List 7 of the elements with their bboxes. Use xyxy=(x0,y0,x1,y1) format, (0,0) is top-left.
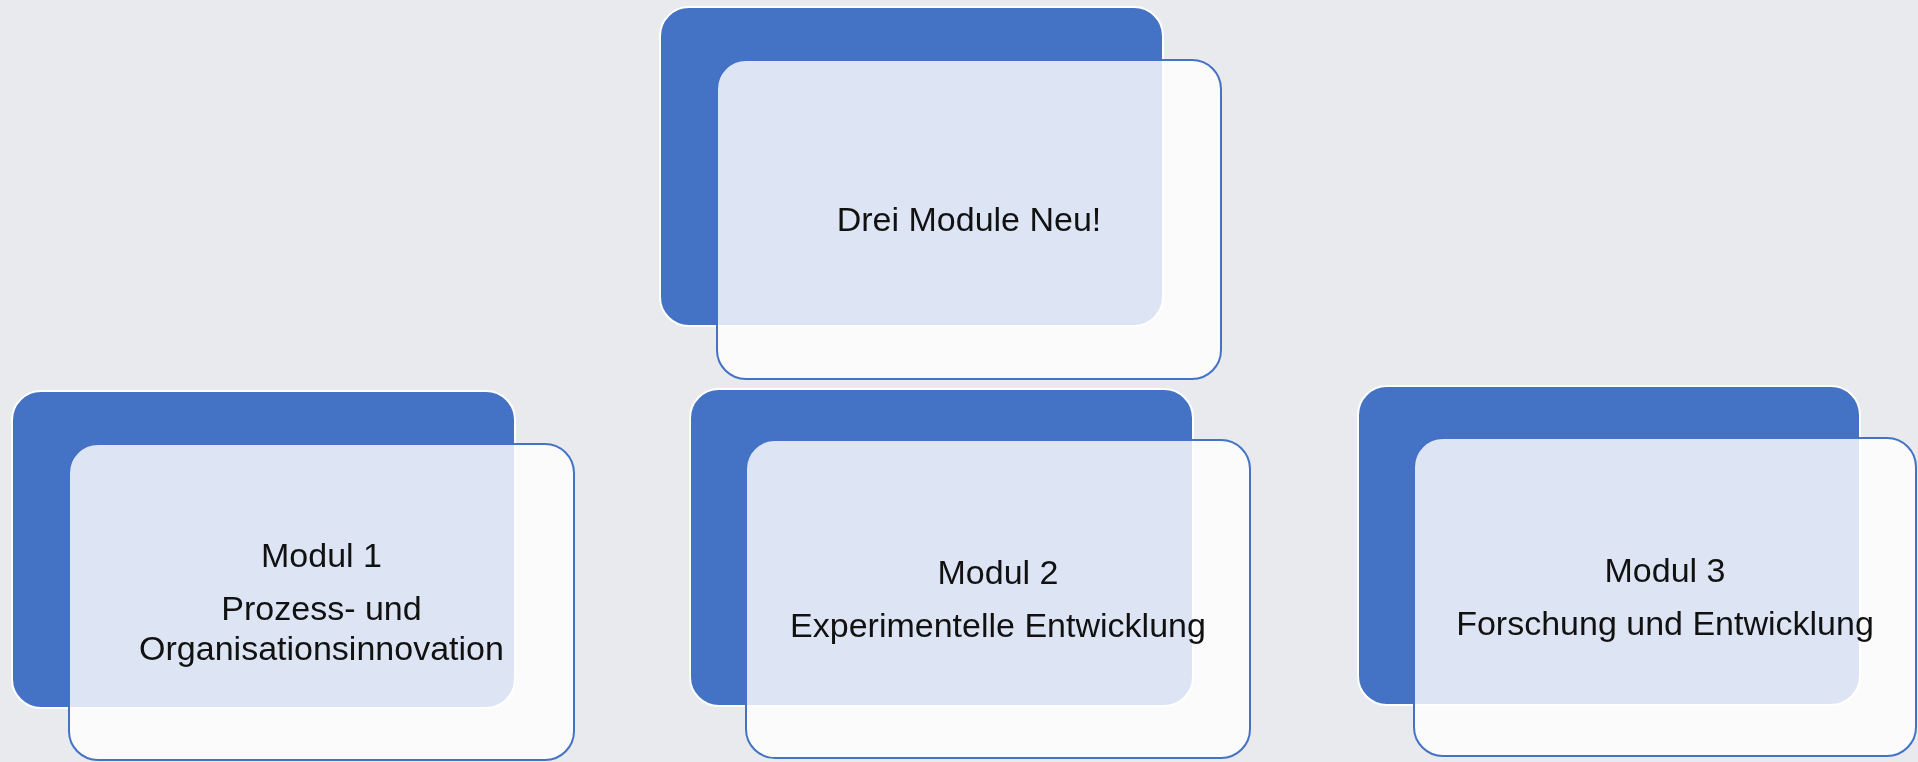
card-title: Modul 2 xyxy=(937,552,1059,593)
card-title: Drei Module Neu! xyxy=(836,199,1102,240)
card-title: Modul 1 xyxy=(261,534,382,576)
card-title: Modul 3 xyxy=(1604,550,1726,591)
card-subtitle: Experimentelle Entwicklung xyxy=(790,605,1206,646)
card-subtitle: Prozess- und Organisationsinnovation xyxy=(138,587,505,670)
card-subtitle: Forschung und Entwicklung xyxy=(1456,603,1874,644)
